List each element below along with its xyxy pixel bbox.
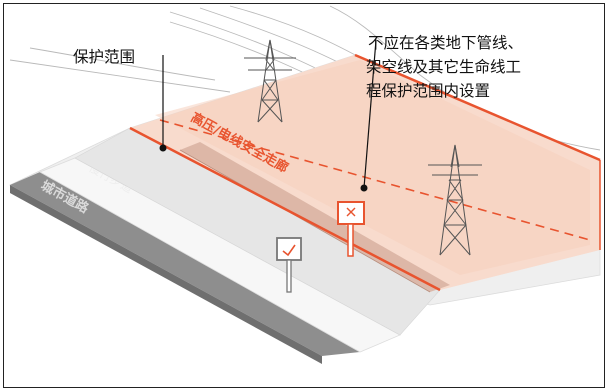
note-callout: 不应在各类地下管线、 架空线及其它生命线工 程保护范围内设置 <box>360 33 523 192</box>
protection-range-callout: 保护范围 <box>73 48 167 152</box>
note-line-1: 不应在各类地下管线、 <box>368 33 523 52</box>
protection-range-label: 保护范围 <box>73 48 135 66</box>
note-line-3: 程保护范围内设置 <box>366 82 490 100</box>
transmission-tower-icon <box>428 144 482 256</box>
note-line-2: 架空线及其它生命线工 <box>366 58 521 76</box>
transmission-tower-icon <box>244 39 296 123</box>
no-entry-sign-icon <box>337 201 365 257</box>
no-entry-sign-icon <box>276 237 302 293</box>
